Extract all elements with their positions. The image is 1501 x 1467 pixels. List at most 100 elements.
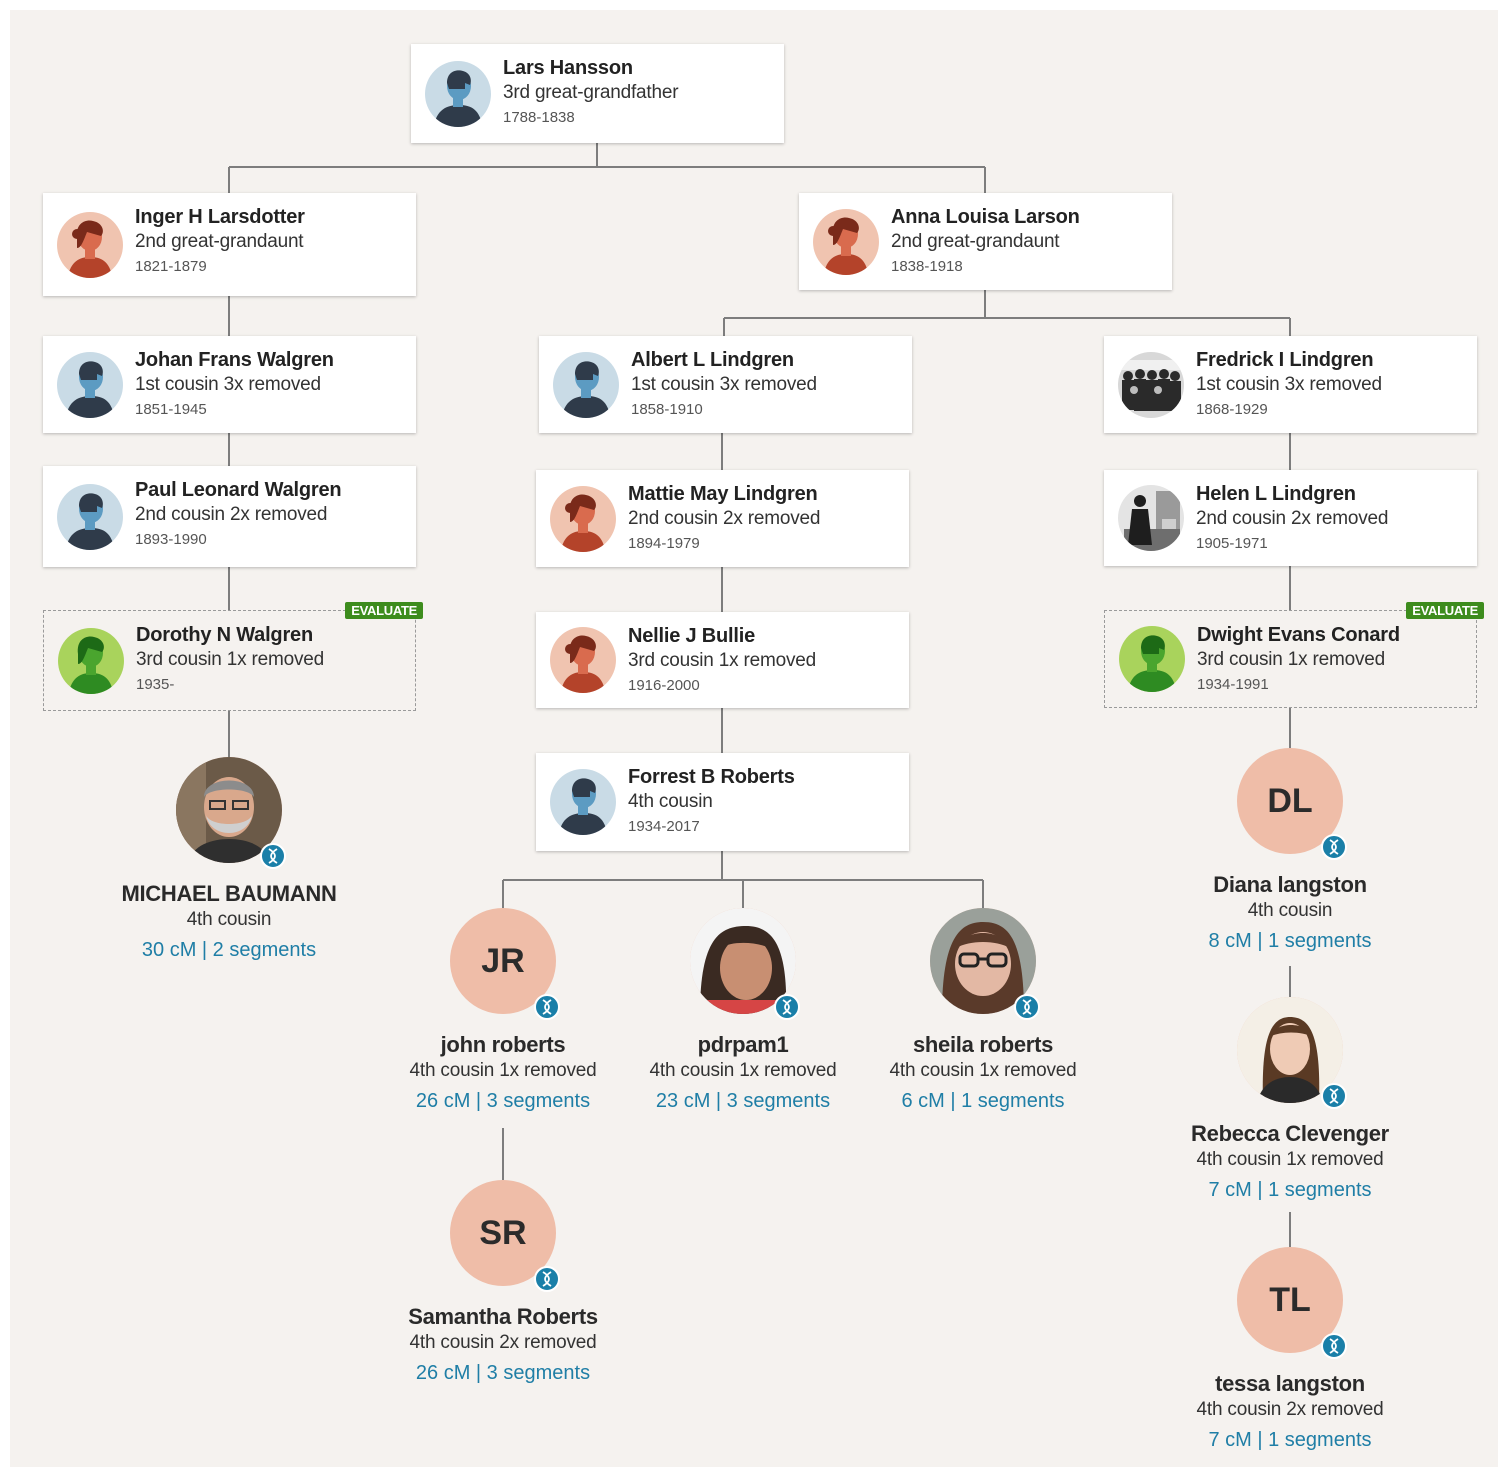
ancestor-card-dorothy-n-walgren[interactable]: EVALUATE Dorothy N Walgren 3rd cousin 1x… <box>43 602 423 711</box>
life-years: 1868-1929 <box>1196 401 1268 418</box>
match-avatar[interactable] <box>690 908 800 1020</box>
dna-match-samantha-roberts: SR Samantha Roberts 4th cousin 2x remove… <box>373 1180 633 1385</box>
life-years: 1935- <box>136 676 175 693</box>
dna-icon <box>534 994 560 1020</box>
dna-match-sheila-roberts: sheila roberts 4th cousin 1x removed 6 c… <box>853 908 1113 1113</box>
ancestor-card-helen-l-lindgren[interactable]: Helen L Lindgren 2nd cousin 2x removed 1… <box>1104 470 1477 566</box>
match-initials: SR <box>479 1214 527 1252</box>
match-avatar[interactable] <box>930 908 1040 1020</box>
relationship-label: 3rd cousin 1x removed <box>136 649 325 670</box>
life-years: 1788-1838 <box>503 109 575 126</box>
match-avatar[interactable] <box>1237 997 1347 1109</box>
person-name: Paul Leonard Walgren <box>135 479 342 501</box>
ancestor-card-anna-louisa-larson[interactable]: Anna Louisa Larson 2nd great-grandaunt 1… <box>799 193 1172 290</box>
female-silhouette-icon <box>57 211 123 278</box>
dna-icon <box>1014 994 1040 1020</box>
man-photo-icon <box>176 757 282 863</box>
relationship-label: 3rd great-grandfather <box>503 82 679 103</box>
match-avatar[interactable]: JR <box>450 908 560 1020</box>
ancestor-card-nellie-j-bullie[interactable]: Nellie J Bullie 3rd cousin 1x removed 19… <box>536 612 909 708</box>
shared-dna-link[interactable]: 6 cM | 1 segments <box>901 1090 1065 1112</box>
ancestor-card-paul-leonard-walgren[interactable]: Paul Leonard Walgren 2nd cousin 2x remov… <box>43 466 416 567</box>
shared-dna-link[interactable]: 26 cM | 3 segments <box>415 1090 591 1112</box>
ancestor-card-dwight-evans-conard[interactable]: EVALUATE Dwight Evans Conard 3rd cousin … <box>1104 602 1484 708</box>
match-relationship: 4th cousin <box>1247 900 1333 921</box>
female-silhouette-icon <box>550 627 616 693</box>
shared-dna-link[interactable]: 7 cM | 1 segments <box>1208 1429 1372 1451</box>
dna-icon <box>774 994 800 1020</box>
person-name: Albert L Lindgren <box>631 349 794 371</box>
relationship-label: 1st cousin 3x removed <box>1196 374 1382 395</box>
dna-icon <box>1321 834 1347 860</box>
relationship-label: 1st cousin 3x removed <box>135 374 321 395</box>
match-name[interactable]: tessa langston <box>1215 1371 1365 1396</box>
person-name: Inger H Larsdotter <box>135 206 305 228</box>
life-years: 1851-1945 <box>135 401 207 418</box>
match-avatar[interactable]: TL <box>1237 1247 1347 1359</box>
person-name: Forrest B Roberts <box>628 766 795 788</box>
life-years: 1838-1918 <box>891 258 963 275</box>
person-name: Nellie J Bullie <box>628 625 756 647</box>
person-name: Lars Hansson <box>503 57 633 79</box>
male-silhouette-icon <box>425 60 491 127</box>
evaluate-badge[interactable]: EVALUATE <box>345 602 423 619</box>
dna-match-pdrpam1: pdrpam1 4th cousin 1x removed 23 cM | 3 … <box>613 908 873 1113</box>
ancestor-card-johan-frans-walgren[interactable]: Johan Frans Walgren 1st cousin 3x remove… <box>43 336 416 433</box>
ancestor-card-mattie-may-lindgren[interactable]: Mattie May Lindgren 2nd cousin 2x remove… <box>536 470 909 567</box>
life-years: 1934-1991 <box>1197 676 1269 693</box>
shared-dna-link[interactable]: 26 cM | 3 segments <box>415 1362 591 1384</box>
person-name: Fredrick I Lindgren <box>1196 349 1374 371</box>
match-relationship: 4th cousin 1x removed <box>649 1060 837 1081</box>
match-name[interactable]: Rebecca Clevenger <box>1191 1121 1389 1146</box>
shared-dna-link[interactable]: 8 cM | 1 segments <box>1208 930 1372 952</box>
shared-dna-link[interactable]: 23 cM | 3 segments <box>655 1090 831 1112</box>
match-avatar[interactable]: SR <box>450 1180 560 1292</box>
evaluate-badge[interactable]: EVALUATE <box>1406 602 1484 619</box>
relationship-label: 4th cousin <box>628 791 713 812</box>
female-silhouette-icon <box>550 485 616 552</box>
person-name: Helen L Lindgren <box>1196 483 1356 505</box>
match-name[interactable]: pdrpam1 <box>697 1032 789 1057</box>
male-silhouette-icon <box>553 351 619 418</box>
match-name[interactable]: MICHAEL BAUMANN <box>121 881 337 906</box>
relationship-label: 2nd cousin 2x removed <box>135 504 328 525</box>
match-name[interactable]: Samantha Roberts <box>408 1304 598 1329</box>
woman-photo-icon <box>1237 997 1343 1103</box>
person-name: Dwight Evans Conard <box>1197 624 1400 646</box>
female-silhouette-icon <box>813 208 879 275</box>
dna-match-rebecca-clevenger: Rebecca Clevenger 4th cousin 1x removed … <box>1160 997 1420 1202</box>
match-name[interactable]: john roberts <box>440 1032 566 1057</box>
shared-dna-link[interactable]: 30 cM | 2 segments <box>141 939 317 961</box>
green-silhouette-icon <box>1119 626 1185 692</box>
dna-icon <box>260 843 286 869</box>
match-initials: JR <box>481 942 525 980</box>
shared-dna-link[interactable]: 7 cM | 1 segments <box>1208 1179 1372 1201</box>
ancestor-card-albert-l-lindgren[interactable]: Albert L Lindgren 1st cousin 3x removed … <box>539 336 912 433</box>
group-photo-icon <box>1118 351 1184 418</box>
match-relationship: 4th cousin 1x removed <box>409 1060 597 1081</box>
match-relationship: 4th cousin 2x removed <box>1196 1399 1384 1420</box>
person-name: Mattie May Lindgren <box>628 483 818 505</box>
ancestor-card-forrest-b-roberts[interactable]: Forrest B Roberts 4th cousin 1934-2017 <box>536 753 909 851</box>
dna-match-michael-baumann: MICHAEL BAUMANN 4th cousin 30 cM | 2 seg… <box>99 757 359 962</box>
ancestor-card-lars-hansson[interactable]: Lars Hansson 3rd great-grandfather 1788-… <box>411 44 784 143</box>
male-silhouette-icon <box>57 483 123 550</box>
life-years: 1916-2000 <box>628 677 700 694</box>
match-name[interactable]: Diana langston <box>1213 872 1367 897</box>
ancestor-card-fredrick-i-lindgren[interactable]: Fredrick I Lindgren 1st cousin 3x remove… <box>1104 336 1477 433</box>
life-years: 1934-2017 <box>628 818 700 835</box>
bw-photo-icon <box>1118 485 1184 551</box>
relationship-label: 2nd cousin 2x removed <box>1196 508 1389 529</box>
ancestor-card-inger-h-larsdotter[interactable]: Inger H Larsdotter 2nd great-grandaunt 1… <box>43 193 416 296</box>
dna-icon <box>1321 1083 1347 1109</box>
match-avatar[interactable] <box>176 757 286 869</box>
match-name[interactable]: sheila roberts <box>912 1032 1054 1057</box>
match-initials: DL <box>1267 782 1313 820</box>
life-years: 1821-1879 <box>135 258 207 275</box>
match-avatar[interactable]: DL <box>1237 748 1347 860</box>
relationship-label: 2nd cousin 2x removed <box>628 508 821 529</box>
match-relationship: 4th cousin 2x removed <box>409 1332 597 1353</box>
match-relationship: 4th cousin 1x removed <box>889 1060 1077 1081</box>
relationship-label: 2nd great-grandaunt <box>891 231 1060 252</box>
dna-match-diana-langston: DL Diana langston 4th cousin 8 cM | 1 se… <box>1160 748 1420 953</box>
